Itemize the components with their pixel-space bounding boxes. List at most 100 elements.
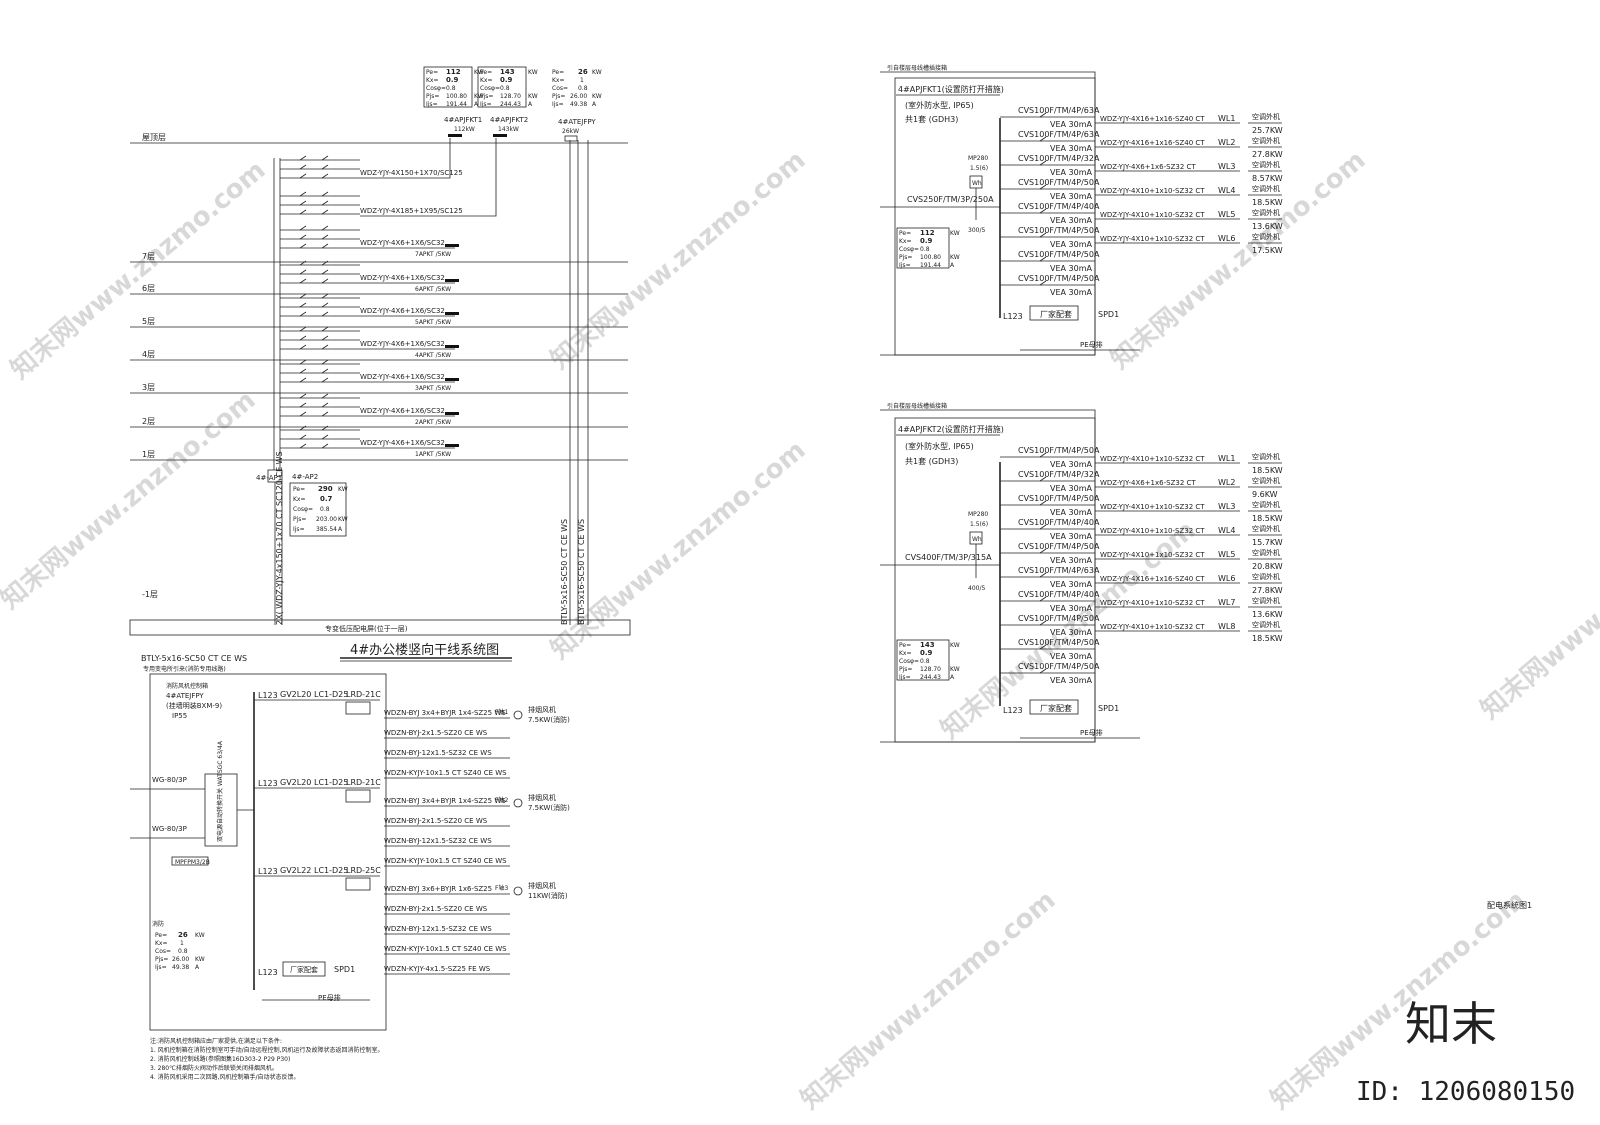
circuit-load: 空调外机 <box>1252 112 1280 121</box>
circuit-load: 空调外机 <box>1252 232 1280 241</box>
svg-text:0.8: 0.8 <box>920 246 930 253</box>
fire-branch-cable: WDZN-BYJ 3x4+BYJR 1x4-SZ25 WS <box>384 797 506 805</box>
circuit-power: 15.7KW <box>1252 538 1283 547</box>
svg-text:Pe=: Pe= <box>552 69 564 76</box>
circuit-wl: WL1 <box>1218 454 1235 463</box>
circuit-rcd: VEA 30mA <box>1050 240 1093 249</box>
breaker-symbol <box>321 393 329 399</box>
fire-branch-relay: LRD-21C <box>346 690 381 699</box>
circuit-wl: WL4 <box>1218 526 1235 535</box>
circuit-rcd: VEA 30mA <box>1050 676 1093 685</box>
apjfkt2-circuits: CVS100F/TM/4P/50A VEA 30mA WDZ-YJY-4X10+1x… <box>1000 446 1283 685</box>
circuit-rcd: VEA 30mA <box>1050 556 1093 565</box>
svg-text:143: 143 <box>500 68 515 76</box>
circuit-load: 空调外机 <box>1252 184 1280 193</box>
svg-text:3. 280℃排烟防火阀动作后联锁关闭排烟风机。: 3. 280℃排烟防火阀动作后联锁关闭排烟风机。 <box>150 1064 278 1072</box>
circuit-wl: WL7 <box>1218 598 1235 607</box>
breaker-symbol <box>321 225 329 231</box>
svg-text:0.9: 0.9 <box>500 76 513 84</box>
fire-branch-switch: GV2L22 <box>280 866 311 875</box>
circuit-load: 空调外机 <box>1252 452 1280 461</box>
fire-branch-l123: L123 <box>258 779 278 788</box>
breaker-symbol <box>299 269 307 275</box>
breaker-symbol <box>321 260 329 266</box>
breaker-symbol <box>321 425 329 431</box>
fire-branch-switch: GV2L20 <box>280 778 311 787</box>
fire-branch-relay: LRD-21C <box>346 778 381 787</box>
svg-text:244.43: 244.43 <box>920 674 941 681</box>
svg-text:A: A <box>474 101 479 108</box>
circuit-cable: WDZ-YJY-4X10+1x10-SZ32 CT <box>1100 187 1205 195</box>
breaker-symbol <box>1039 668 1047 674</box>
svg-text:0.9: 0.9 <box>920 649 933 657</box>
circuit-power: 17.5KW <box>1252 246 1283 255</box>
floor-label: 5层 <box>142 317 155 326</box>
circuit-wl: WL5 <box>1218 550 1235 559</box>
breaker-symbol <box>321 335 329 341</box>
svg-text:Cos=: Cos= <box>155 948 171 955</box>
load-apjfkt1: 4#APJFKT1 <box>444 116 482 124</box>
svg-text:Kx=: Kx= <box>155 940 168 947</box>
breaker-symbol <box>299 344 307 350</box>
svg-text:400/5: 400/5 <box>968 585 985 592</box>
circuit-cable: WDZ-YJY-4X16+1x16-SZ40 CT <box>1100 575 1205 583</box>
circuit-wl: WL8 <box>1218 622 1235 631</box>
load-apjfkt1-power: 112kW <box>454 126 475 133</box>
apjfkt2-main-breaker: CVS400F/TM/3P/315A <box>905 553 992 562</box>
svg-text:0.9: 0.9 <box>920 237 933 245</box>
circuit-breaker: CVS100F/TM/4P/50A <box>1018 446 1100 455</box>
fire-branch-contactor: LC1-D25 <box>314 866 348 875</box>
floor-load-label: 7APKT /5KW <box>415 251 451 258</box>
svg-text:KW: KW <box>950 666 960 673</box>
svg-text:Cosφ=: Cosφ= <box>480 85 500 92</box>
circuit-cable: WDZ-YJY-4X16+1x16-SZ40 CT <box>1100 139 1205 147</box>
circuit-wl: WL6 <box>1218 234 1235 243</box>
svg-text:143: 143 <box>920 641 935 649</box>
breaker-symbol <box>321 443 329 449</box>
fire-notes: 注:消防风机控制箱应由厂家提供,在满足以下条件: 1. 风机控制箱在消防控制室可… <box>150 1037 384 1081</box>
breaker-symbol <box>321 155 329 161</box>
watermark-layer: 知末网www.znzmo.com 知末网www.znzmo.com 知末网www… <box>0 145 1600 1115</box>
breaker-symbol <box>321 200 329 206</box>
svg-text:KW: KW <box>338 516 348 523</box>
circuit-rcd: VEA 30mA <box>1050 288 1093 297</box>
svg-text:引自楼层母线槽插接箱: 引自楼层母线槽插接箱 <box>887 64 947 72</box>
floor-label: 2层 <box>142 417 155 426</box>
svg-text:191.44: 191.44 <box>920 262 941 269</box>
svg-text:0.7: 0.7 <box>320 495 333 503</box>
breaker-symbol <box>1039 452 1047 458</box>
breaker-symbol <box>321 278 329 284</box>
svg-text:112: 112 <box>446 68 461 76</box>
fire-branch-cable: WDZN-KYJY-10x1.5 CT SZ40 CE WS <box>384 857 507 865</box>
circuit-power: 8.57KW <box>1252 174 1283 183</box>
svg-text:Kx=: Kx= <box>293 496 306 503</box>
apjfkt1-panel: 引自楼层母线槽插接箱 4#APJFKT1(设置防打开措施) (室外防水型, IP… <box>880 64 1283 356</box>
svg-text:厂家配套: 厂家配套 <box>1040 309 1072 319</box>
svg-text:PE母排: PE母排 <box>1080 340 1103 349</box>
svg-text:Kx=: Kx= <box>480 77 493 84</box>
fire-branch-cable: WDZN-BYJ-2x1.5-SZ20 CE WS <box>384 729 488 737</box>
circuit-breaker: CVS100F/TM/4P/50A <box>1018 542 1100 551</box>
breaker-symbol <box>299 368 307 374</box>
watermark: 知末网www.znzmo.com <box>545 145 811 375</box>
circuit-power: 18.5KW <box>1252 198 1283 207</box>
circuit-cable: WDZ-YJY-4X10+1x10-SZ32 CT <box>1100 527 1205 535</box>
watermark: 知末网www.znzmo.com <box>1105 145 1371 375</box>
breaker-symbol <box>321 326 329 332</box>
svg-text:128.70: 128.70 <box>920 666 941 673</box>
circuit-load: 空调外机 <box>1252 500 1280 509</box>
svg-text:128.70: 128.70 <box>500 93 521 100</box>
breaker-symbol <box>321 269 329 275</box>
breaker-symbol <box>299 411 307 417</box>
floor-cable: WDZ-YJY-4X6+1X6/SC32 <box>360 307 445 315</box>
svg-text:MP280: MP280 <box>968 511 988 518</box>
circuit-wl: WL6 <box>1218 574 1235 583</box>
breaker-symbol <box>321 173 329 179</box>
breaker-symbol <box>299 359 307 365</box>
svg-text:L123: L123 <box>1003 312 1023 321</box>
fan-label: F轴3 <box>495 884 508 892</box>
